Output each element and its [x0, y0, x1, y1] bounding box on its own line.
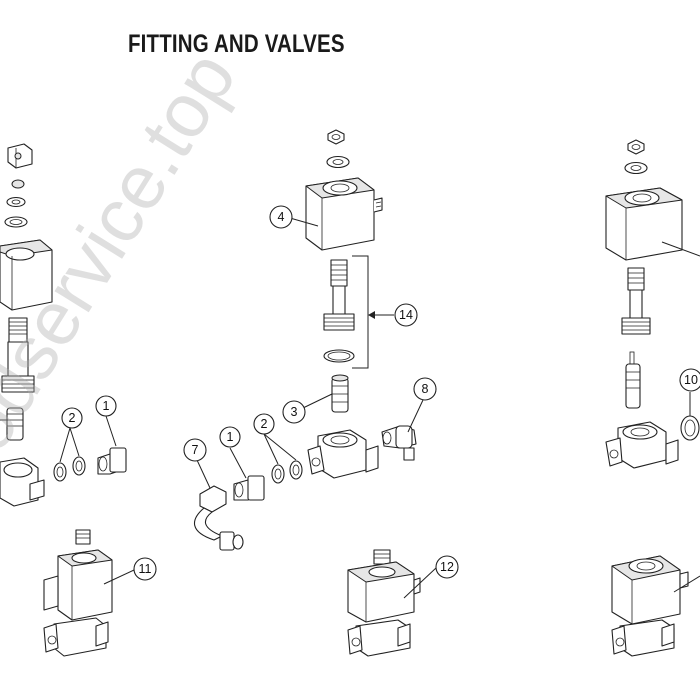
svg-text:3: 3 [291, 405, 298, 419]
callout-1-center: 1 [219, 426, 241, 448]
svg-text:7: 7 [192, 443, 199, 457]
leader-lines [0, 217, 700, 599]
callout-14-bracket [352, 255, 369, 369]
center-plunger [331, 374, 349, 413]
callout-7: 7 [183, 438, 207, 462]
callout-11: 11 [133, 557, 157, 581]
center-top-washers [326, 129, 350, 169]
svg-text:11: 11 [139, 562, 152, 576]
svg-text:4: 4 [278, 210, 285, 224]
right-coil [605, 187, 683, 261]
valve-12 [347, 549, 421, 657]
center-valve-body [307, 429, 379, 479]
right-tube-assembly [621, 267, 651, 335]
right-o-ring-10 [680, 415, 700, 441]
callout-4: 4 [269, 205, 293, 229]
svg-text:12: 12 [440, 560, 454, 574]
valve-11 [43, 529, 113, 657]
bent-tube-fitting-7 [194, 485, 244, 551]
page-title: FITTING AND VALVES [128, 30, 345, 58]
callout-12: 12 [435, 555, 459, 579]
svg-text:2: 2 [261, 417, 268, 431]
callout-3: 3 [282, 400, 306, 424]
callout-2-center: 2 [253, 413, 275, 435]
right-top-washers [624, 139, 648, 175]
callout-2-left: 2 [61, 407, 83, 429]
right-valve-body [605, 421, 679, 469]
svg-text:1: 1 [103, 399, 110, 413]
center-coil [305, 177, 383, 251]
center-o-rings [271, 460, 303, 484]
svg-text:1: 1 [227, 430, 234, 444]
svg-text:14: 14 [399, 308, 413, 322]
valve-right-bottom [611, 555, 689, 657]
svg-text:8: 8 [422, 382, 429, 396]
elbow-fitting-8 [381, 425, 417, 461]
right-plunger [625, 351, 641, 409]
left-o-rings [53, 456, 86, 482]
callout-10: 10 [679, 368, 700, 392]
left-fitting-1 [97, 447, 127, 475]
svg-text:10: 10 [684, 373, 698, 387]
left-valve-assembly [0, 143, 53, 507]
center-tube-assembly [323, 259, 355, 363]
svg-text:2: 2 [69, 411, 76, 425]
callout-8: 8 [413, 377, 437, 401]
center-fitting-1 [233, 475, 265, 501]
callout-1-left: 1 [95, 395, 117, 417]
callout-14: 14 [394, 303, 418, 327]
